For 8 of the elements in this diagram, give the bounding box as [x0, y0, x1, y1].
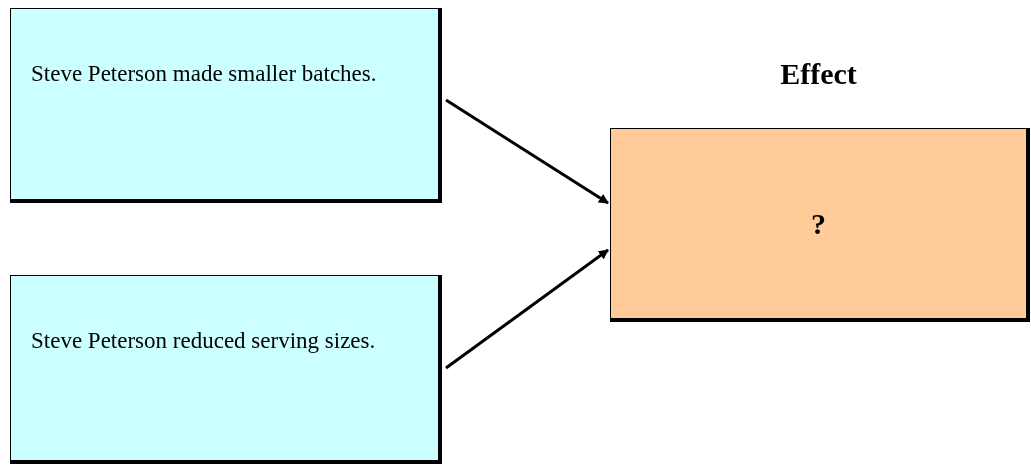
- cause-text: Steve Peterson reduced serving sizes.: [31, 327, 377, 355]
- cause-box: [10, 8, 442, 203]
- cause-text: Steve Peterson made smaller batches.: [31, 60, 378, 88]
- question-mark: ?: [811, 206, 826, 242]
- cause-box: [10, 275, 442, 464]
- heading: Effect: [779, 56, 858, 92]
- arrow: [445, 98, 609, 205]
- arrow: [445, 248, 609, 370]
